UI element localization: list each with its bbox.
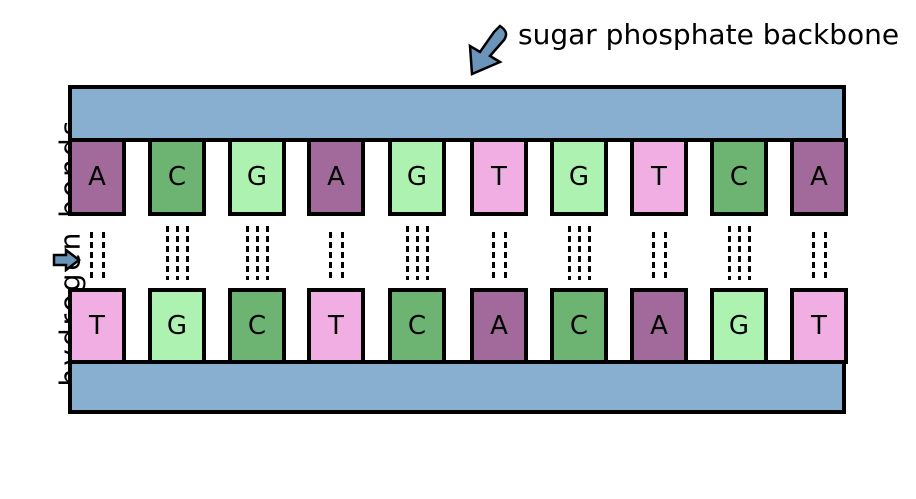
base-C: C [710, 138, 768, 216]
hydrogen-bond-line [176, 226, 179, 280]
hydrogen-bond-line [186, 226, 189, 280]
hydrogen-bond-line [492, 232, 495, 278]
backbone-label: sugar phosphate backbone [518, 18, 900, 51]
hydrogen-bond-line [102, 232, 105, 278]
hydrogen-bond-line [90, 232, 93, 278]
base-G: G [710, 288, 768, 364]
base-G: G [550, 138, 608, 216]
hydrogen-bond-line [266, 226, 269, 280]
base-T: T [630, 138, 688, 216]
hydrogen-bond-line [748, 226, 751, 280]
base-T: T [470, 138, 528, 216]
hydrogen-bond-line [568, 226, 571, 280]
hydrogen-bond-line [578, 226, 581, 280]
hydrogen-bond-line [588, 226, 591, 280]
hydrogen-bond-line [504, 232, 507, 278]
base-C: C [148, 138, 206, 216]
hydrogen-bond-line [416, 226, 419, 280]
hydrogen-bond-line [812, 232, 815, 278]
base-T: T [790, 288, 848, 364]
hydrogen-bond-line [406, 226, 409, 280]
hydrogen-bond-line [824, 232, 827, 278]
hydrogen-bond-line [341, 232, 344, 278]
base-G: G [228, 138, 286, 216]
hydrogen-bond-line [329, 232, 332, 278]
hydrogen-bond-line [166, 226, 169, 280]
hydrogen-bond-line [426, 226, 429, 280]
base-G: G [148, 288, 206, 364]
top-backbone [68, 85, 846, 142]
hydrogen-bond-line [652, 232, 655, 278]
hydrogen-bond-line [246, 226, 249, 280]
bottom-backbone [68, 360, 846, 414]
base-T: T [307, 288, 365, 364]
base-C: C [550, 288, 608, 364]
base-A: A [630, 288, 688, 364]
base-G: G [388, 138, 446, 216]
base-A: A [470, 288, 528, 364]
hydrogen-bond-line [738, 226, 741, 280]
base-A: A [790, 138, 848, 216]
base-A: A [307, 138, 365, 216]
hydrogen-bond-line [664, 232, 667, 278]
hydrogen-bond-line [256, 226, 259, 280]
base-A: A [68, 138, 126, 216]
hydrogen-bond-line [728, 226, 731, 280]
base-C: C [388, 288, 446, 364]
base-C: C [228, 288, 286, 364]
backbone-arrow-icon [468, 24, 508, 76]
hydrogen-bond-arrow-icon [52, 248, 82, 272]
base-T: T [68, 288, 126, 364]
